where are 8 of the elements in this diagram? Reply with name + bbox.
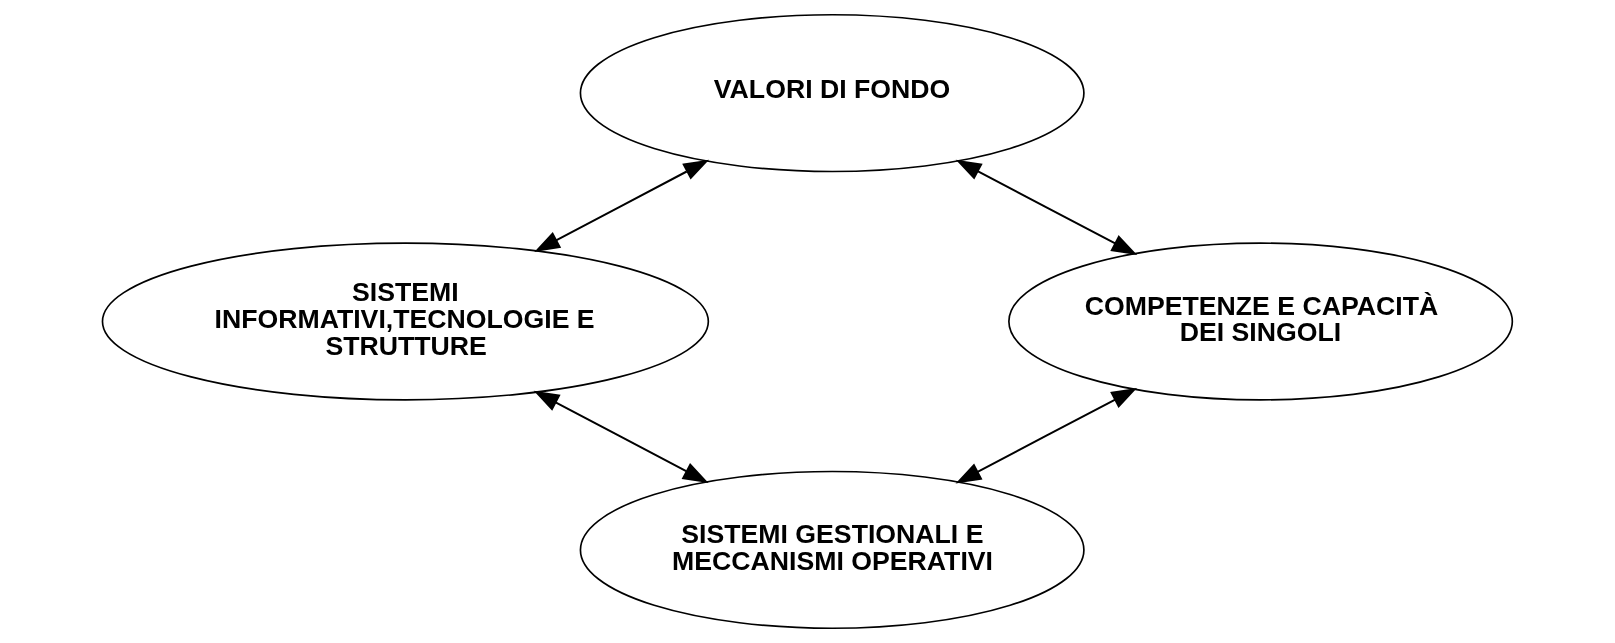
node-ellipse: VALORI DI FONDO — [579, 13, 1085, 173]
node-ellipse: COMPETENZE E CAPACITÀ DEI SINGOLI — [1008, 242, 1514, 401]
arrow — [533, 390, 709, 483]
node-ellipse: SISTEMI INFORMATIVI,TECNOLOGIE E STRUTTURE — [101, 242, 710, 401]
node-ellipse: SISTEMI GESTIONALI E MECCANISMI OPERATIVI — [579, 470, 1085, 630]
arrow — [955, 388, 1138, 484]
arrow — [955, 159, 1138, 256]
arrow — [534, 159, 710, 252]
